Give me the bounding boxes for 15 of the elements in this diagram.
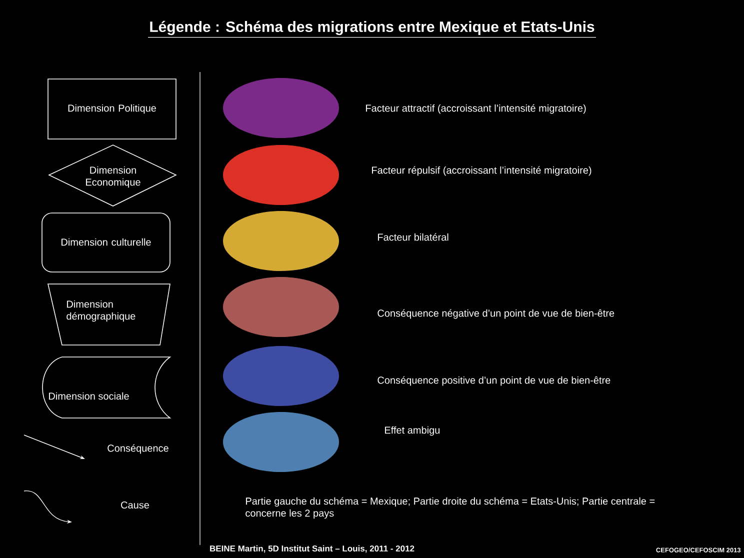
title: Légende : Schéma des migrations entre Mexique et Etats-Unis bbox=[148, 20, 596, 38]
legend-text: Cause bbox=[121, 501, 149, 509]
note-text: Partie gauche du schéma = Mexique; Partie droite du schéma = Etats-Unis; Partie centrale = concerne les 2 pays bbox=[246, 497, 655, 519]
footer-text: BEINE Martin, 5D Institut Saint – Louis, 2011 - 2012 bbox=[210, 545, 414, 553]
legend-text: Facteur répulsif (accroissant l’intensité migratoire) bbox=[372, 166, 592, 176]
legend-text: Conséquence positive d’un point de vue de bien-être bbox=[378, 376, 610, 386]
tape-box: Dimension sociale bbox=[42, 356, 170, 418]
legend-text: Conséquence bbox=[108, 444, 168, 454]
legend-text: Effet ambigu bbox=[385, 426, 440, 436]
legend-text: Conséquence négative d’un point de vue de bien-être bbox=[378, 309, 614, 319]
legend-text: Facteur bilatéral bbox=[378, 233, 448, 241]
trapezoid-box: Dimension démographique bbox=[48, 284, 170, 346]
legend-text: Facteur attractif (accroissant l’intensité migratoire) bbox=[366, 104, 586, 114]
rectangle-box: Dimension Politique bbox=[48, 78, 176, 140]
rounded-box: Dimension culturelle bbox=[42, 212, 170, 272]
